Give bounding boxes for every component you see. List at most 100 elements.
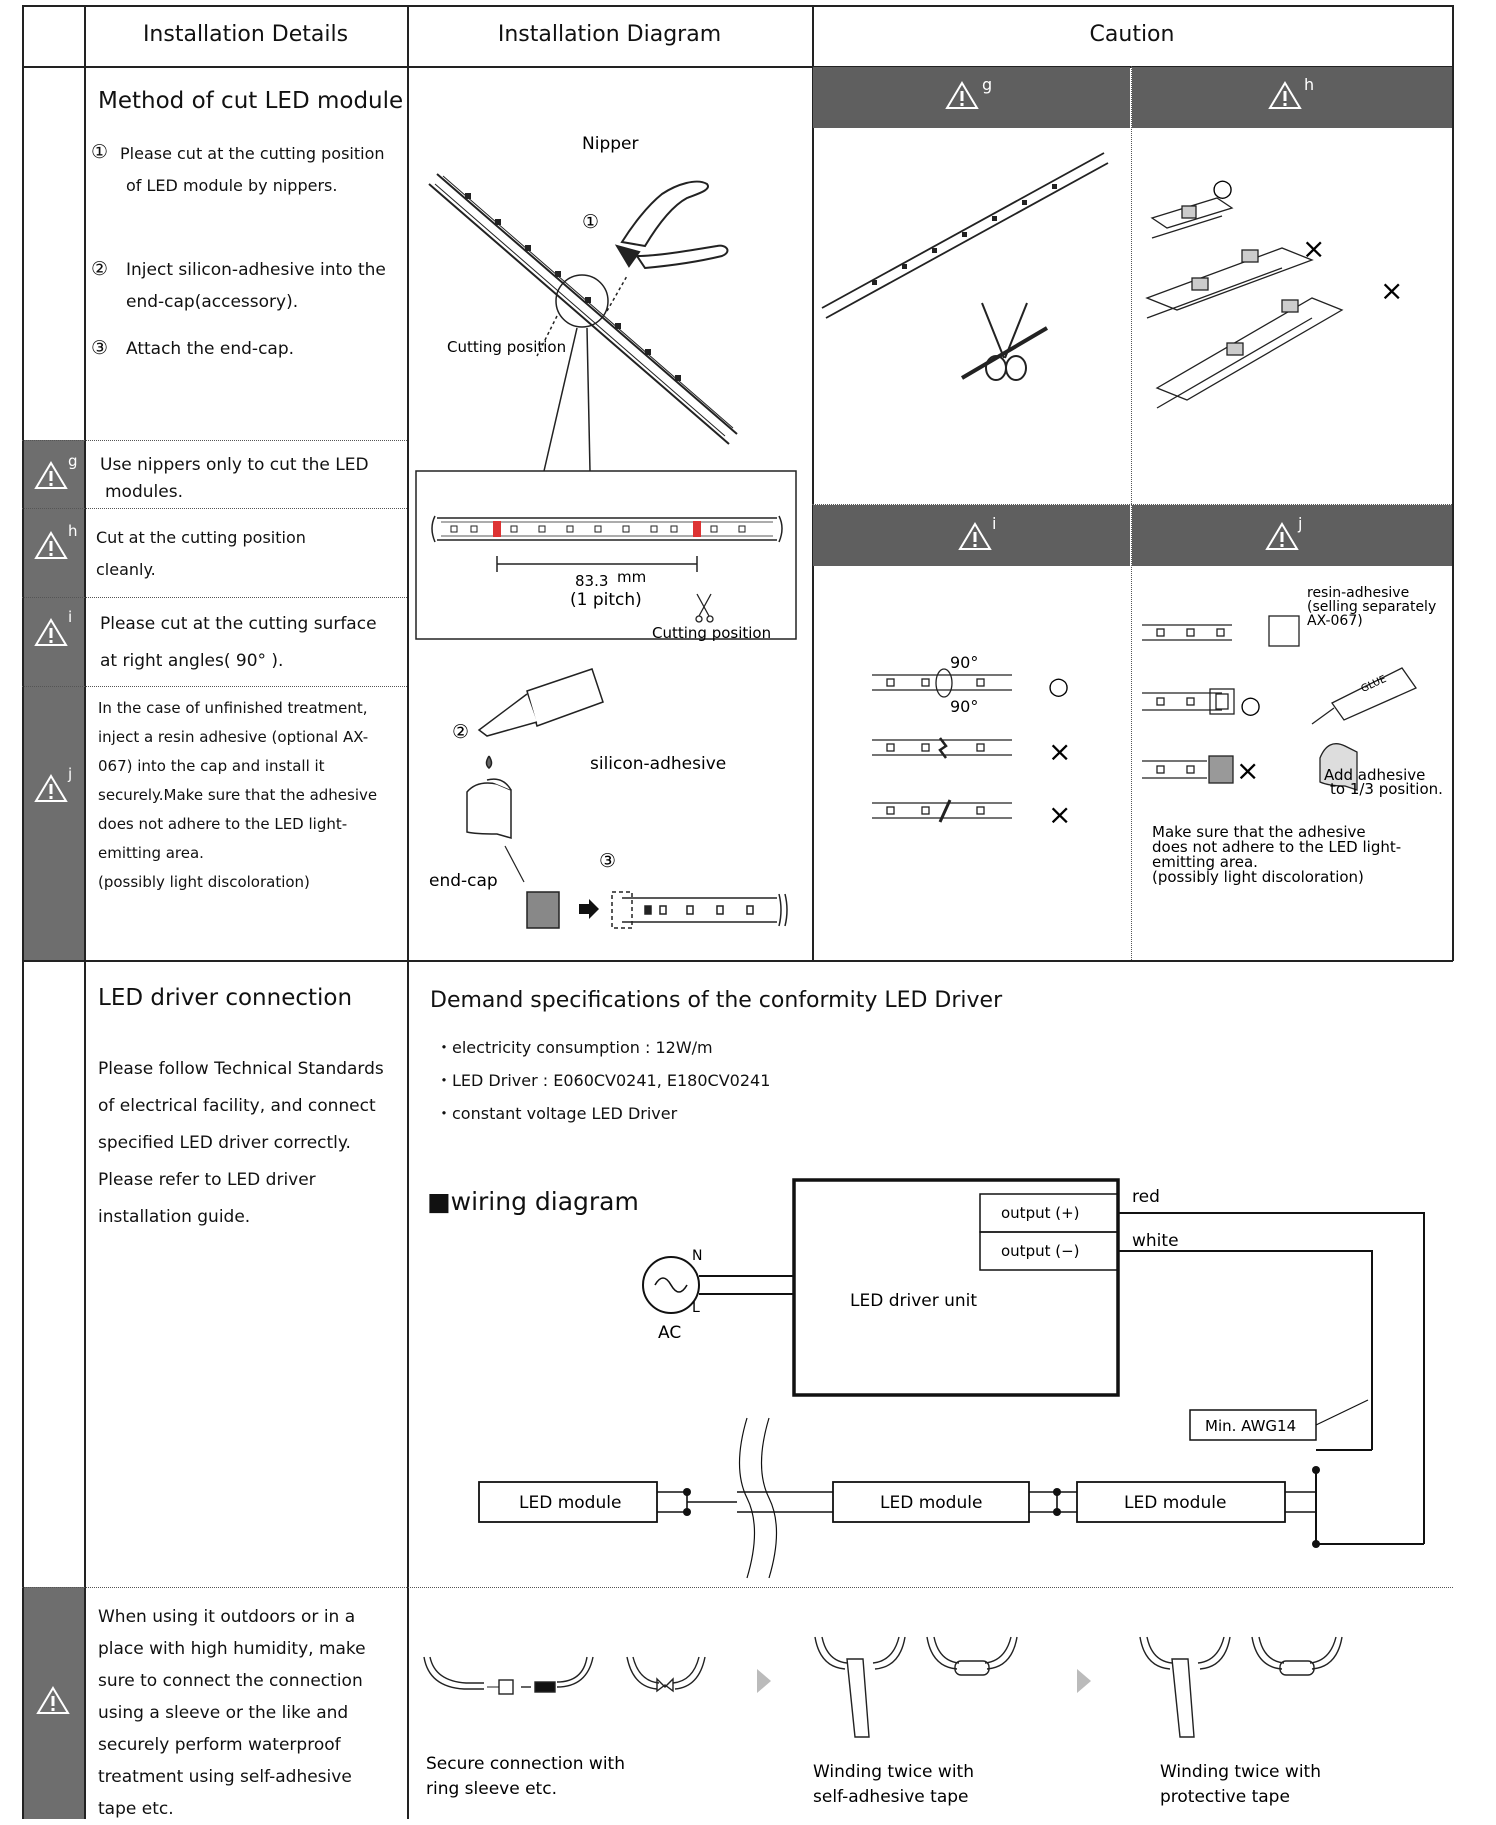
spec-title: Demand specifications of the conformity …	[430, 988, 1003, 1013]
wire-white-label: white	[1132, 1231, 1179, 1251]
caution-head-i-mark: i	[992, 514, 997, 533]
add-adhesive-label-1: Add adhesive	[1324, 766, 1425, 784]
driver-line: Please follow Technical Standards	[98, 1059, 384, 1079]
step3-number: ③	[91, 337, 109, 359]
cutting-position-label: Cutting position	[447, 338, 566, 356]
table-left-border	[22, 5, 24, 1819]
sep-h	[22, 508, 407, 509]
table-right-border	[1452, 5, 1454, 961]
crossed-scissors-icon	[960, 302, 1049, 381]
caution-head-j-mark: j	[1298, 514, 1303, 533]
wiring-title: ■wiring diagram	[427, 1187, 639, 1216]
outdoor-line: securely perform waterproof	[98, 1735, 341, 1755]
strip-end-icon	[611, 891, 788, 929]
warning-icon-outdoor	[36, 1685, 70, 1715]
caution-j-line: (possibly light discoloration)	[98, 873, 310, 891]
caution-head-h	[1132, 67, 1452, 128]
sep-j	[22, 686, 407, 687]
resin-label-3: AX-067)	[1307, 613, 1363, 629]
outdoor-step1-line2: ring sleeve etc.	[426, 1779, 557, 1799]
outdoor-line: sure to connect the connection	[98, 1671, 363, 1691]
col3-border	[812, 5, 814, 961]
caution-j-mark: j	[68, 765, 73, 783]
caution-j-line: emitting area.	[98, 844, 204, 862]
awg-label: Min. AWG14	[1205, 1417, 1296, 1435]
silicon-adhesive-label: silicon-adhesive	[590, 754, 726, 774]
left-gray-column	[22, 440, 84, 960]
cut-method-title: Method of cut LED module	[98, 88, 404, 114]
outdoor-step1-line1: Secure connection with	[426, 1754, 625, 1774]
caution-g-mark: g	[68, 452, 78, 470]
pitch-unit: mm	[617, 568, 646, 586]
led-strip-diagonal	[428, 173, 738, 472]
nipper-icon	[614, 180, 729, 270]
caution-h-mark: h	[68, 522, 78, 540]
caution-mid-divider	[1131, 66, 1132, 960]
note-line-3: emitting area.	[1152, 853, 1258, 871]
outdoor-line: When using it outdoors or in a	[98, 1607, 356, 1627]
ok-mark-h: ○	[1212, 174, 1233, 202]
resin-label-2: (selling separately	[1307, 599, 1436, 615]
led-module-label-3: LED module	[1124, 1493, 1226, 1513]
caution-head-g-mark: g	[982, 75, 993, 94]
spec-item: ・electricity consumption : 12W/m	[436, 1038, 713, 1057]
table-top-border	[22, 5, 1453, 7]
step2-line1: Inject silicon-adhesive into the	[126, 260, 386, 280]
header-installation-diagram: Installation Diagram	[497, 22, 722, 47]
circle-one-label: ①	[582, 211, 599, 233]
step2-number: ②	[91, 258, 109, 280]
caution-head-h-mark: h	[1304, 75, 1315, 94]
step-arrow-icon-1	[757, 1669, 771, 1693]
col2-border	[407, 5, 409, 1819]
cut-end-examples	[1145, 197, 1344, 409]
cutting-position-label-2: Cutting position	[652, 624, 771, 642]
ng-mark-i1: ×	[1048, 735, 1071, 768]
step1-line2: of LED module by nippers.	[126, 176, 338, 195]
caution-g-line1: Use nippers only to cut the LED	[100, 455, 369, 475]
caution-h-line2: cleanly.	[96, 560, 156, 579]
sep-outdoor	[22, 1587, 1453, 1588]
ac-label: AC	[658, 1323, 681, 1343]
ok-mark-i: ○	[1048, 672, 1069, 700]
caution-panel-drawings: ○ × × 90° 90° ○ × × resin-adhesive (sell…	[821, 152, 1443, 886]
outdoor-step3-line2: protective tape	[1160, 1787, 1290, 1807]
section1-bottom-border	[22, 960, 1453, 962]
ng-mark-i2: ×	[1048, 798, 1071, 831]
step2-line2: end-cap(accessory).	[126, 292, 299, 312]
led-module-box-3	[1076, 1481, 1286, 1523]
sep-i	[22, 597, 407, 598]
led-module-label-1: LED module	[519, 1493, 621, 1513]
zoom-strip	[431, 515, 783, 572]
circle-two-label: ②	[452, 721, 469, 743]
driver-text: Please follow Technical Standards of ele…	[98, 1051, 384, 1236]
add-adhesive-label-2: to 1/3 position.	[1330, 780, 1443, 798]
header-caution: Caution	[1089, 22, 1175, 47]
outdoor-step2-line1: Winding twice with	[813, 1762, 974, 1782]
step1-line1: Please cut at the cutting position	[120, 144, 385, 163]
n-label: N	[692, 1248, 702, 1264]
header-bottom-border	[22, 66, 1453, 68]
caution-j-line: 067) into the cap and install it	[98, 757, 325, 775]
caution-j-text: In the case of unfinished treatment, inj…	[98, 694, 377, 897]
caution-i-line1: Please cut at the cutting surface	[100, 614, 377, 634]
outdoor-steps-drawing: Secure connection with ring sleeve etc. …	[423, 1636, 1343, 1807]
caution-j-line: inject a resin adhesive (optional AX-	[98, 728, 369, 746]
scissors-icon	[695, 593, 714, 623]
end-cap-label: end-cap	[429, 871, 498, 891]
warning-icon-head-g	[945, 80, 979, 110]
ac-source-icon	[642, 1256, 700, 1314]
glue-tube-icon	[477, 668, 604, 769]
led-strip-g	[821, 152, 1109, 319]
glue-label: GLUE	[1360, 674, 1389, 695]
driver-line: of electrical facility, and connect	[98, 1096, 376, 1116]
resin-examples	[1142, 615, 1417, 791]
driver-unit-label: LED driver unit	[850, 1291, 977, 1311]
circle-three-label: ③	[599, 850, 616, 872]
warning-icon-j	[34, 773, 68, 803]
outdoor-line: place with high humidity, make	[98, 1639, 366, 1659]
outdoor-step2-line2: self-adhesive tape	[813, 1787, 969, 1807]
angle-label-1: 90°	[950, 653, 978, 672]
warning-icon-h	[34, 530, 68, 560]
outdoor-line: tape etc.	[98, 1799, 174, 1819]
note-line-4: (possibly light discoloration)	[1152, 868, 1364, 886]
